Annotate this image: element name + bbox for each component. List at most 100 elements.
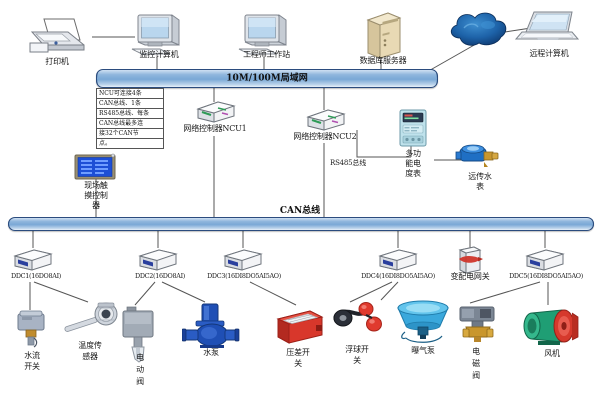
network-controller-icon bbox=[196, 101, 236, 123]
lan-bus-right-cap bbox=[429, 70, 438, 87]
device-label-water-meter: 远传水 表 bbox=[468, 172, 492, 191]
power-gateway-icon bbox=[458, 246, 483, 274]
ddc-module-icon bbox=[378, 249, 418, 271]
device-label-motorized-valve: 电 动 阀 bbox=[136, 353, 144, 386]
temperature-sensor-icon bbox=[64, 302, 118, 332]
device-water-pump[interactable] bbox=[182, 302, 240, 348]
device-label-touch-panel: 现场触 摸控制 器 bbox=[84, 181, 108, 210]
solenoid-valve-icon bbox=[459, 306, 495, 342]
link-ddc2-to-water-pump bbox=[161, 281, 206, 303]
device-water-meter[interactable] bbox=[454, 142, 506, 172]
device-label-ddc5: DDC5(16DI8DO5AI5AO) bbox=[509, 272, 583, 280]
touch-panel-icon bbox=[74, 153, 116, 180]
link-ddc2-to-motor-valve bbox=[134, 281, 156, 306]
desktop-computer-icon bbox=[238, 14, 287, 55]
device-label-solenoid-valve: 电 磁 阀 bbox=[472, 347, 480, 380]
cloud-icon bbox=[450, 12, 507, 46]
ddc-module-icon bbox=[223, 249, 263, 271]
device-power-gateway[interactable] bbox=[452, 246, 488, 274]
device-label-power-meter: 多功 能电 度表 bbox=[405, 149, 421, 178]
device-ddc2[interactable] bbox=[135, 248, 181, 272]
device-label-ddc3: DDC3(16DI8DO5AI5AO) bbox=[207, 272, 281, 280]
device-label-ddc2: DDC2(16DO8AI) bbox=[135, 272, 185, 280]
ncu-note-line-5: 接32个CAN节 bbox=[97, 129, 163, 139]
device-differential-pressure-switch[interactable] bbox=[272, 305, 326, 347]
device-monitor-pc[interactable] bbox=[126, 12, 192, 58]
device-solenoid-valve[interactable] bbox=[454, 303, 502, 345]
device-flow-switch[interactable] bbox=[10, 308, 54, 350]
device-ddc5[interactable] bbox=[522, 248, 568, 272]
can-bus-label: CAN总线 bbox=[279, 206, 321, 216]
device-label-power-gateway: 变配电网关 bbox=[450, 272, 490, 281]
device-label-water-pump: 水泵 bbox=[203, 348, 219, 357]
flow-switch-icon bbox=[17, 310, 45, 348]
ncu-note-line-1: NCU可连接4条 bbox=[97, 89, 163, 99]
printer-icon bbox=[29, 18, 85, 53]
device-label-ddc1: DDC1(16DO8AI) bbox=[11, 272, 61, 280]
ddc-module-icon bbox=[525, 249, 565, 271]
water-meter-icon bbox=[455, 144, 499, 167]
link-ddc1-to-temp-sensor bbox=[33, 281, 89, 303]
motorized-valve-icon bbox=[122, 306, 154, 363]
aeration-pump-icon bbox=[397, 300, 449, 343]
ncu-note-line-4: CAN总线最多连 bbox=[97, 119, 163, 129]
device-label-ncu1: 网络控制器NCU1 bbox=[183, 124, 247, 133]
device-motorized-valve[interactable] bbox=[118, 303, 162, 365]
ddc-module-icon bbox=[138, 249, 178, 271]
device-ddc4[interactable] bbox=[375, 248, 421, 272]
device-label-monitor-pc: 监控计算机 bbox=[139, 50, 179, 59]
device-label-ddc4: DDC4(16DI8DO5AI5AO) bbox=[361, 272, 435, 280]
device-label-temperature-sensor: 温度传 感器 bbox=[78, 341, 102, 361]
device-touch-panel[interactable] bbox=[72, 152, 120, 180]
device-aeration-pump[interactable] bbox=[392, 298, 454, 346]
ncu-note-line-6: 点。 bbox=[99, 139, 112, 147]
device-remote-computer[interactable] bbox=[512, 8, 586, 48]
can-field-bus[interactable] bbox=[8, 217, 594, 231]
link-ddc3-to-dp-switch bbox=[249, 281, 297, 306]
device-label-database-server: 数据库服务器 bbox=[359, 56, 407, 65]
server-tower-icon bbox=[366, 12, 402, 58]
device-label-aeration-pump: 曝气泵 bbox=[411, 346, 435, 355]
link-ddc5-to-solenoid bbox=[469, 281, 541, 304]
link-ncu2-rs485-to-power-meter bbox=[356, 130, 411, 158]
ncu-note-line-2: CAN总线、1条 bbox=[97, 99, 163, 109]
ddc-module-icon bbox=[13, 249, 53, 271]
network-controller-icon bbox=[306, 109, 346, 131]
device-database-server[interactable] bbox=[358, 10, 406, 58]
can-bus-right-cap bbox=[585, 218, 594, 230]
device-internet-cloud bbox=[446, 8, 512, 50]
device-ddc1[interactable] bbox=[10, 248, 56, 272]
device-power-meter[interactable] bbox=[396, 108, 430, 148]
ncu-capability-note: NCU可连接4条 CAN总线、1条 RS485总线、每条 CAN总线最多连 接3… bbox=[96, 88, 164, 149]
link-cloud-to-remote-pc bbox=[504, 27, 532, 33]
device-axial-fan[interactable] bbox=[522, 305, 584, 349]
device-ncu2[interactable] bbox=[302, 108, 348, 132]
device-label-remote-computer: 远程计算机 bbox=[529, 49, 569, 58]
device-float-switch[interactable] bbox=[330, 300, 388, 344]
link-ddc4-to-float-switch bbox=[349, 281, 393, 303]
ethernet-lan-bus[interactable]: 10M/100M局域网 bbox=[96, 69, 438, 88]
can-bus-left-cap bbox=[8, 218, 17, 230]
device-label-float-switch: 浮球开 关 bbox=[345, 345, 369, 365]
axial-fan-icon bbox=[523, 309, 579, 345]
device-label-printer: 打印机 bbox=[45, 57, 69, 66]
device-label-engineer-workstation: 工程师工作站 bbox=[243, 50, 290, 59]
desktop-computer-icon bbox=[131, 14, 180, 55]
lan-bus-label: 10M/100M局域网 bbox=[226, 73, 308, 83]
device-ddc3[interactable] bbox=[220, 248, 266, 272]
device-temperature-sensor[interactable] bbox=[62, 300, 124, 338]
device-engineer-workstation[interactable] bbox=[233, 12, 299, 58]
lan-bus-left-cap bbox=[96, 70, 105, 87]
ncu-note-line-3: RS485总线、每条 bbox=[97, 109, 163, 119]
water-pump-icon bbox=[182, 303, 240, 348]
laptop-icon bbox=[514, 11, 580, 40]
power-meter-icon bbox=[399, 109, 427, 147]
device-label-ncu2: 网络控制器NCU2 bbox=[293, 132, 357, 141]
rs485-bus-label: RS485总线 bbox=[330, 159, 367, 167]
device-printer[interactable] bbox=[18, 16, 96, 56]
device-ncu1[interactable] bbox=[192, 100, 238, 124]
device-label-dp-switch: 压差开 关 bbox=[286, 348, 310, 368]
float-switch-icon bbox=[333, 302, 382, 332]
